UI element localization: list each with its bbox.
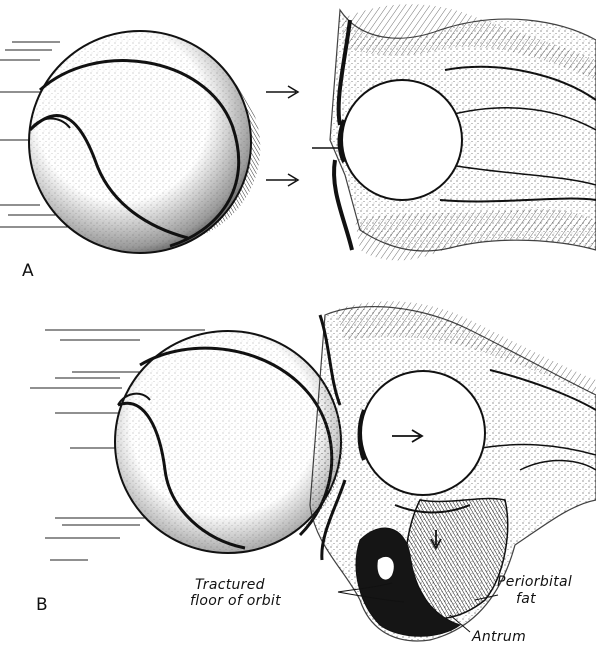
tennis-ball-b: [115, 331, 343, 553]
label-fractured-floor-line1: Tractured: [195, 577, 265, 593]
label-periorbital-fat-line1: Periorbital: [497, 574, 572, 590]
orbit-section-a: [312, 4, 596, 260]
direction-arrows-a: [266, 86, 298, 186]
panel-b: B Tractured floor of orbit Periorbital f…: [30, 301, 596, 645]
label-fractured-floor-line2: floor of orbit: [190, 593, 281, 609]
eyeball-b: [361, 371, 485, 495]
panel-a-letter: A: [22, 261, 34, 281]
panel-a: A: [0, 4, 596, 281]
label-antrum: Antrum: [471, 629, 526, 645]
label-periorbital-fat-line2: fat: [516, 591, 536, 607]
eyeball-a: [342, 80, 462, 200]
panel-b-letter: B: [36, 595, 48, 615]
tennis-ball-a: [29, 31, 260, 253]
